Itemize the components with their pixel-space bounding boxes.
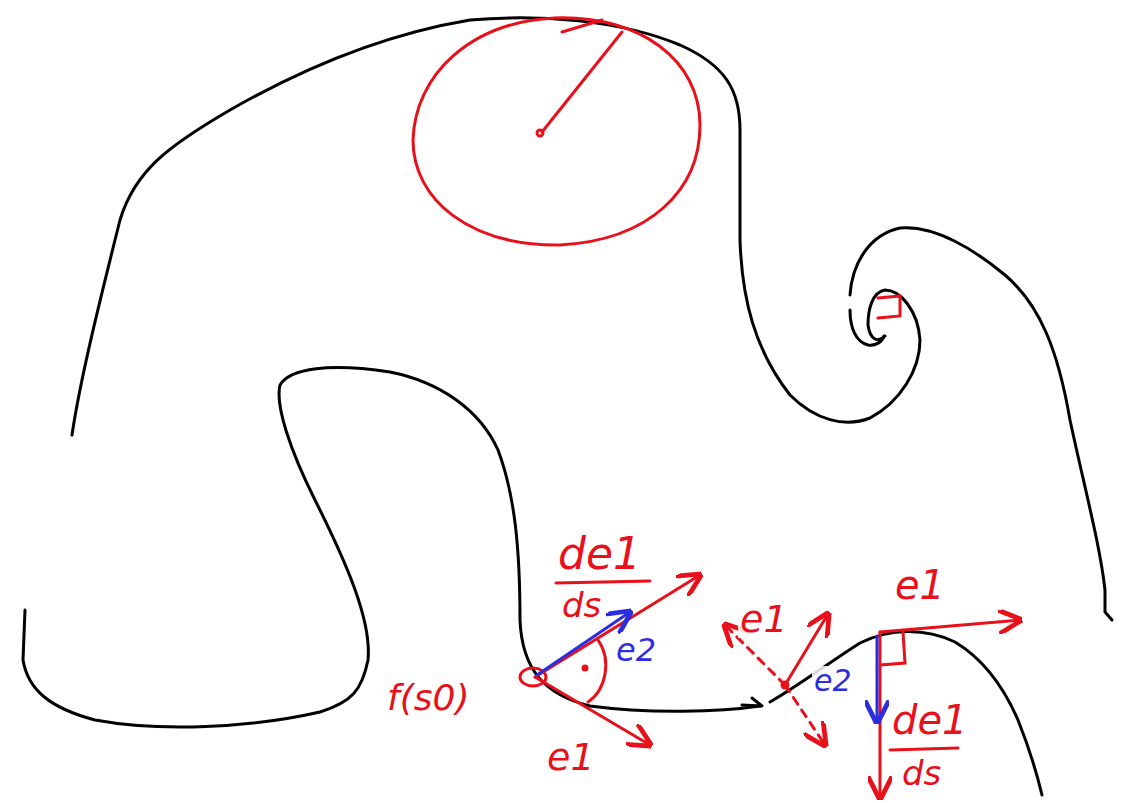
vector-label: e1 <box>738 600 790 638</box>
lower-curve <box>23 368 760 727</box>
right-angle-mark <box>880 632 905 665</box>
vector-label: f(s0) <box>385 680 471 716</box>
angle-arc <box>588 640 606 702</box>
e1-arrow <box>535 677 650 745</box>
vector-label: e1 <box>893 565 947 605</box>
e1-arrow-right <box>880 620 1020 632</box>
vector-label: ds <box>900 756 943 790</box>
curve-tick <box>742 698 762 706</box>
vector-label: e1 <box>545 738 597 776</box>
radius-line <box>542 32 622 132</box>
osculating-circle <box>413 18 700 245</box>
de1-arrow <box>535 575 700 677</box>
angle-dot <box>583 666 587 670</box>
circle-center <box>537 130 543 136</box>
vector-label: de1 <box>890 700 969 740</box>
lower-curve-right <box>770 632 1042 795</box>
vector-label: de1 <box>556 532 643 576</box>
fraction-bar <box>556 581 650 583</box>
spiral-hook <box>850 310 884 345</box>
upper-curve-right <box>850 228 1112 620</box>
fraction-bar <box>890 748 958 750</box>
radius-tick <box>562 20 602 32</box>
right-angle-mark <box>878 296 900 318</box>
vector-label: e2 <box>614 634 658 666</box>
upper-curve <box>72 18 920 435</box>
vector-label: e2 <box>812 666 854 696</box>
de1-arrow-right <box>879 632 882 798</box>
vector-label: ds <box>560 588 603 622</box>
e2-arrow-right <box>876 636 879 722</box>
